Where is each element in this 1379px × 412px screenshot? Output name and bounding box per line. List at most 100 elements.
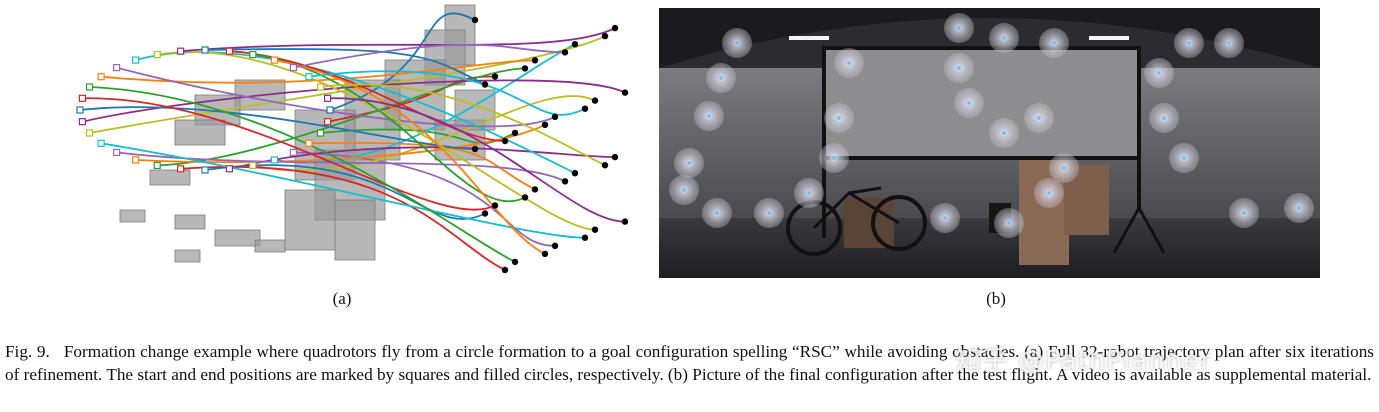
trajectory-curve (204, 164, 486, 220)
end-circle-marker (561, 178, 569, 185)
quadrotor-led (1052, 41, 1056, 45)
start-square-marker (324, 94, 332, 102)
quadrotor-led (719, 76, 723, 80)
obstacle-block (149, 169, 191, 186)
start-square-marker (176, 165, 185, 173)
quadrotor-led (957, 26, 961, 30)
flight-photo (659, 8, 1320, 278)
figure-caption: Fig. 9.Formation change example where qu… (5, 341, 1374, 386)
quadrotor-led (1187, 41, 1191, 45)
watermark-logo: 知乎 @PathPlanner (955, 346, 1212, 376)
end-circle-marker (571, 170, 579, 177)
obstacle-block (119, 209, 146, 223)
quadrotor-led (1037, 116, 1041, 120)
end-circle-marker (611, 24, 619, 32)
trajectory-curve (308, 70, 586, 116)
obstacle-block (174, 119, 226, 146)
end-circle-marker (511, 129, 519, 137)
trajectory-curve (327, 97, 626, 223)
end-circle-marker (621, 218, 629, 225)
obstacle-block (334, 199, 376, 261)
start-square-marker (249, 50, 257, 59)
trajectory-curve (100, 142, 586, 239)
quadrotor-led (967, 101, 971, 105)
start-square-marker (324, 118, 332, 126)
end-circle-marker (531, 186, 539, 193)
end-circle-marker (581, 234, 589, 241)
trajectory-curve (293, 43, 566, 69)
tripod-leg (1112, 207, 1141, 254)
quadrotor-led (682, 188, 686, 192)
trajectory-curve (82, 97, 496, 211)
bicycle-frame (812, 186, 900, 230)
trajectory-curve (320, 83, 606, 167)
end-circle-marker (601, 162, 609, 169)
quadrotor-led (837, 116, 841, 120)
start-square-marker (153, 161, 161, 169)
quadrotor-led (1157, 71, 1161, 75)
obstacle-block (174, 214, 206, 230)
start-square-marker (201, 46, 209, 54)
start-square-marker (97, 73, 105, 81)
quadrotor-led (807, 191, 811, 195)
quadrotor-led (1002, 131, 1006, 135)
obstacle-block (254, 239, 286, 253)
start-square-marker (97, 139, 105, 147)
ceiling-light (1089, 36, 1129, 40)
quadrotor-led (735, 41, 739, 45)
end-circle-marker (531, 57, 539, 64)
start-square-marker (289, 148, 297, 156)
quadrotor-led (943, 216, 947, 220)
start-square-marker (78, 94, 86, 102)
end-circle-marker (521, 194, 529, 201)
trajectory-curve (252, 53, 526, 203)
trajectory-curve (274, 43, 576, 164)
quadrotor-led (1062, 166, 1066, 170)
end-circle-marker (501, 137, 509, 145)
end-circle-marker (551, 113, 559, 121)
end-circle-marker (601, 32, 609, 40)
caption-text: Formation change example where quadrotor… (5, 342, 1374, 384)
end-circle-marker (621, 89, 629, 96)
start-square-marker (201, 166, 209, 174)
trajectory-curve (135, 123, 546, 164)
obstacle-block (214, 229, 261, 247)
quadrotor-led (1047, 191, 1051, 195)
trajectory-curve (89, 35, 606, 134)
end-circle-marker (501, 266, 509, 274)
quadrotor-led (707, 114, 711, 118)
quadrotor-led (1002, 36, 1006, 40)
end-circle-marker (471, 16, 479, 24)
end-circle-marker (551, 242, 559, 249)
quadrotor-led (847, 61, 851, 65)
end-circle-marker (611, 153, 619, 161)
start-square-marker (316, 129, 325, 137)
quadrotor-led (1007, 221, 1011, 225)
start-square-marker (76, 106, 84, 114)
quadrotor-led (1227, 41, 1231, 45)
start-end-markers (76, 16, 629, 274)
quadrotor-led (957, 66, 961, 70)
start-square-marker (131, 156, 140, 164)
start-square-marker (112, 63, 121, 72)
start-square-marker (249, 161, 257, 169)
end-circle-marker (491, 73, 499, 80)
panel-b-label: (b) (986, 289, 1006, 308)
trajectory-curve (204, 48, 486, 86)
start-square-marker (112, 148, 121, 156)
end-circle-marker (511, 258, 519, 266)
end-circle-marker (561, 49, 569, 56)
quadrotor-led (715, 211, 719, 215)
trajectory-plot (76, 4, 629, 274)
start-square-marker (78, 118, 86, 126)
end-circle-marker (491, 202, 499, 209)
start-square-marker (176, 47, 185, 55)
panel-a-label: (a) (332, 289, 352, 308)
start-square-marker (305, 73, 313, 81)
end-circle-marker (591, 97, 599, 104)
quadrotor-led (767, 211, 771, 215)
start-square-marker (225, 47, 233, 55)
start-square-marker (305, 139, 313, 147)
quadrotor-led (832, 156, 836, 160)
ceiling-light (789, 36, 829, 40)
